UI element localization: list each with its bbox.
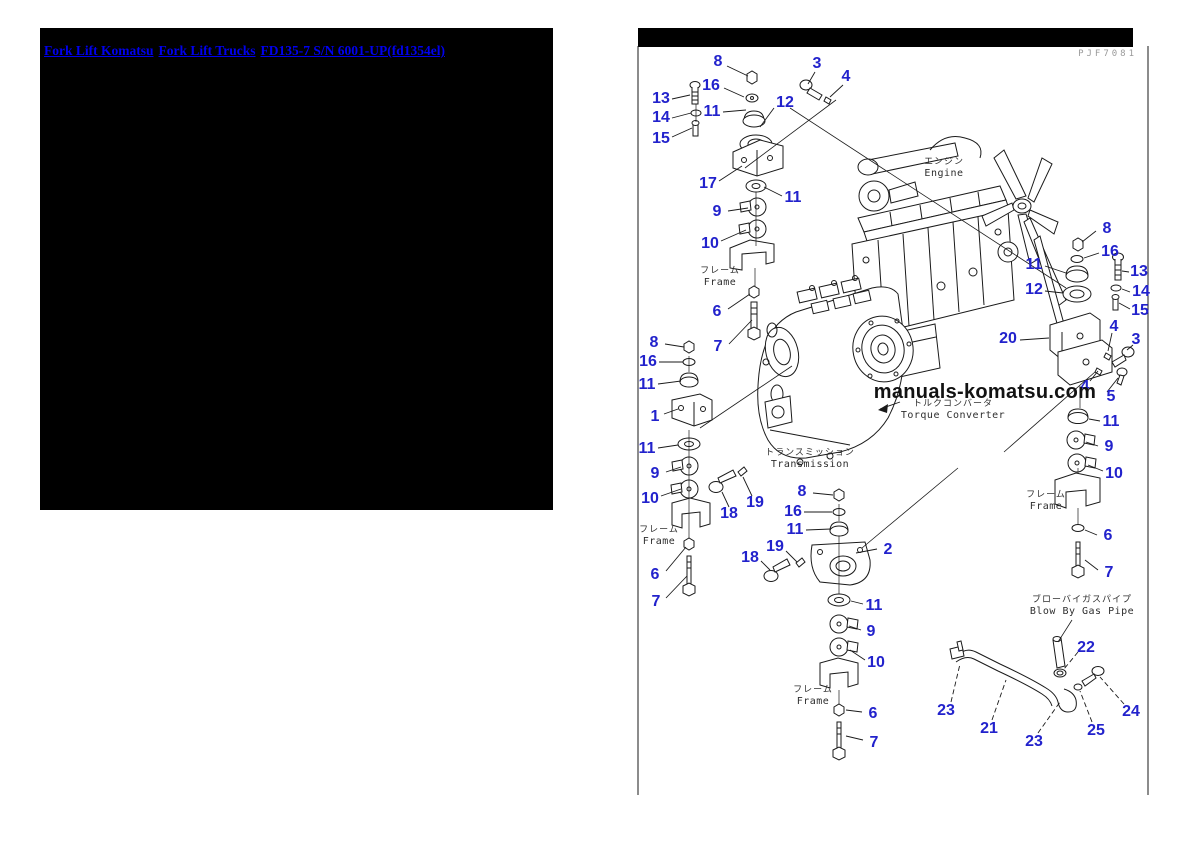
callout-number-13: 13 bbox=[1130, 263, 1148, 280]
callout-number-10: 10 bbox=[867, 654, 885, 671]
callout-number-22: 22 bbox=[1077, 639, 1095, 656]
breadcrumb: Fork Lift Komatsu Fork Lift Trucks FD135-7… bbox=[44, 43, 450, 59]
callout-number-7: 7 bbox=[651, 593, 661, 610]
small-parts-left-lower bbox=[670, 340, 748, 597]
pipe-leader-lines bbox=[950, 651, 1125, 734]
callout-number-8: 8 bbox=[713, 53, 723, 70]
callout-number-13: 13 bbox=[652, 90, 670, 107]
watermark: manuals-komatsu.com bbox=[873, 381, 1097, 403]
callout-number-8: 8 bbox=[649, 334, 659, 351]
callout-number-11: 11 bbox=[786, 521, 804, 538]
callout-number-25: 25 bbox=[1087, 722, 1105, 739]
fan-drawing bbox=[981, 149, 1067, 328]
callout-number-7: 7 bbox=[713, 338, 723, 355]
callout-number-11: 11 bbox=[784, 189, 802, 206]
callout-number-12: 12 bbox=[776, 94, 794, 111]
callout-number-7: 7 bbox=[1104, 564, 1114, 581]
small-parts-center bbox=[763, 488, 871, 761]
callout-number-11: 11 bbox=[1102, 413, 1120, 430]
callout-number-11: 11 bbox=[703, 103, 721, 120]
callout-number-4: 4 bbox=[841, 68, 851, 85]
callout-number-16: 16 bbox=[784, 503, 802, 520]
callout-number-18: 18 bbox=[741, 549, 759, 566]
callout-number-11: 11 bbox=[638, 376, 656, 393]
callout-number-19: 19 bbox=[746, 494, 764, 511]
small-parts-left-mid bbox=[729, 179, 775, 341]
callout-number-4: 4 bbox=[1080, 378, 1090, 395]
breadcrumb-link[interactable]: Fork Lift Trucks bbox=[158, 43, 256, 58]
callout-number-3: 3 bbox=[1131, 331, 1141, 348]
callout-number-16: 16 bbox=[639, 353, 657, 370]
callout-number-11: 11 bbox=[638, 440, 656, 457]
callout-number-9: 9 bbox=[712, 203, 722, 220]
callout-number-23: 23 bbox=[937, 702, 955, 719]
callout-number-10: 10 bbox=[701, 235, 719, 252]
small-parts-right bbox=[1050, 238, 1135, 579]
transmission-drawing bbox=[757, 275, 914, 466]
callout-number-10: 10 bbox=[1105, 465, 1123, 482]
callout-number-8: 8 bbox=[797, 483, 807, 500]
left-black-panel: Fork Lift Komatsu Fork Lift Trucks FD135-7… bbox=[40, 28, 553, 510]
callout-number-15: 15 bbox=[652, 130, 670, 147]
callout-number-5: 5 bbox=[1106, 388, 1116, 405]
callout-number-6: 6 bbox=[712, 303, 722, 320]
callout-number-15: 15 bbox=[1131, 302, 1149, 319]
callout-number-12: 12 bbox=[1025, 281, 1043, 298]
callout-number-21: 21 bbox=[980, 720, 998, 737]
callout-number-14: 14 bbox=[1132, 283, 1150, 300]
callout-number-11: 11 bbox=[1025, 256, 1043, 273]
callout-number-19: 19 bbox=[766, 538, 784, 555]
callout-number-24: 24 bbox=[1122, 703, 1140, 720]
callout-number-17: 17 bbox=[699, 175, 717, 192]
callout-number-9: 9 bbox=[1104, 438, 1114, 455]
callout-number-16: 16 bbox=[702, 77, 720, 94]
callout-number-8: 8 bbox=[1102, 220, 1112, 237]
callout-number-11: 11 bbox=[865, 597, 883, 614]
callout-number-10: 10 bbox=[641, 490, 659, 507]
sheet-top-bar bbox=[638, 28, 1133, 47]
callout-number-6: 6 bbox=[650, 566, 660, 583]
callout-number-20: 20 bbox=[999, 330, 1017, 347]
callout-number-7: 7 bbox=[869, 734, 879, 751]
breadcrumb-link[interactable]: FD135-7 S/N 6001-UP(fd1354el) bbox=[260, 43, 445, 58]
callout-number-2: 2 bbox=[883, 541, 893, 558]
callout-number-4: 4 bbox=[1109, 318, 1119, 335]
callout-number-6: 6 bbox=[1103, 527, 1113, 544]
callout-number-6: 6 bbox=[868, 705, 878, 722]
blow-by-pipe-drawing bbox=[949, 636, 1105, 713]
callout-number-23: 23 bbox=[1025, 733, 1043, 750]
callout-number-1: 1 bbox=[650, 408, 660, 425]
breadcrumb-link[interactable]: Fork Lift Komatsu bbox=[44, 43, 154, 58]
callout-number-9: 9 bbox=[650, 465, 660, 482]
leader-lines bbox=[657, 65, 1134, 741]
callout-number-18: 18 bbox=[720, 505, 738, 522]
callout-number-9: 9 bbox=[866, 623, 876, 640]
callout-number-16: 16 bbox=[1101, 243, 1119, 260]
callout-number-3: 3 bbox=[812, 55, 822, 72]
plate-code: PJF7081 bbox=[1078, 49, 1137, 59]
callout-number-14: 14 bbox=[652, 109, 670, 126]
